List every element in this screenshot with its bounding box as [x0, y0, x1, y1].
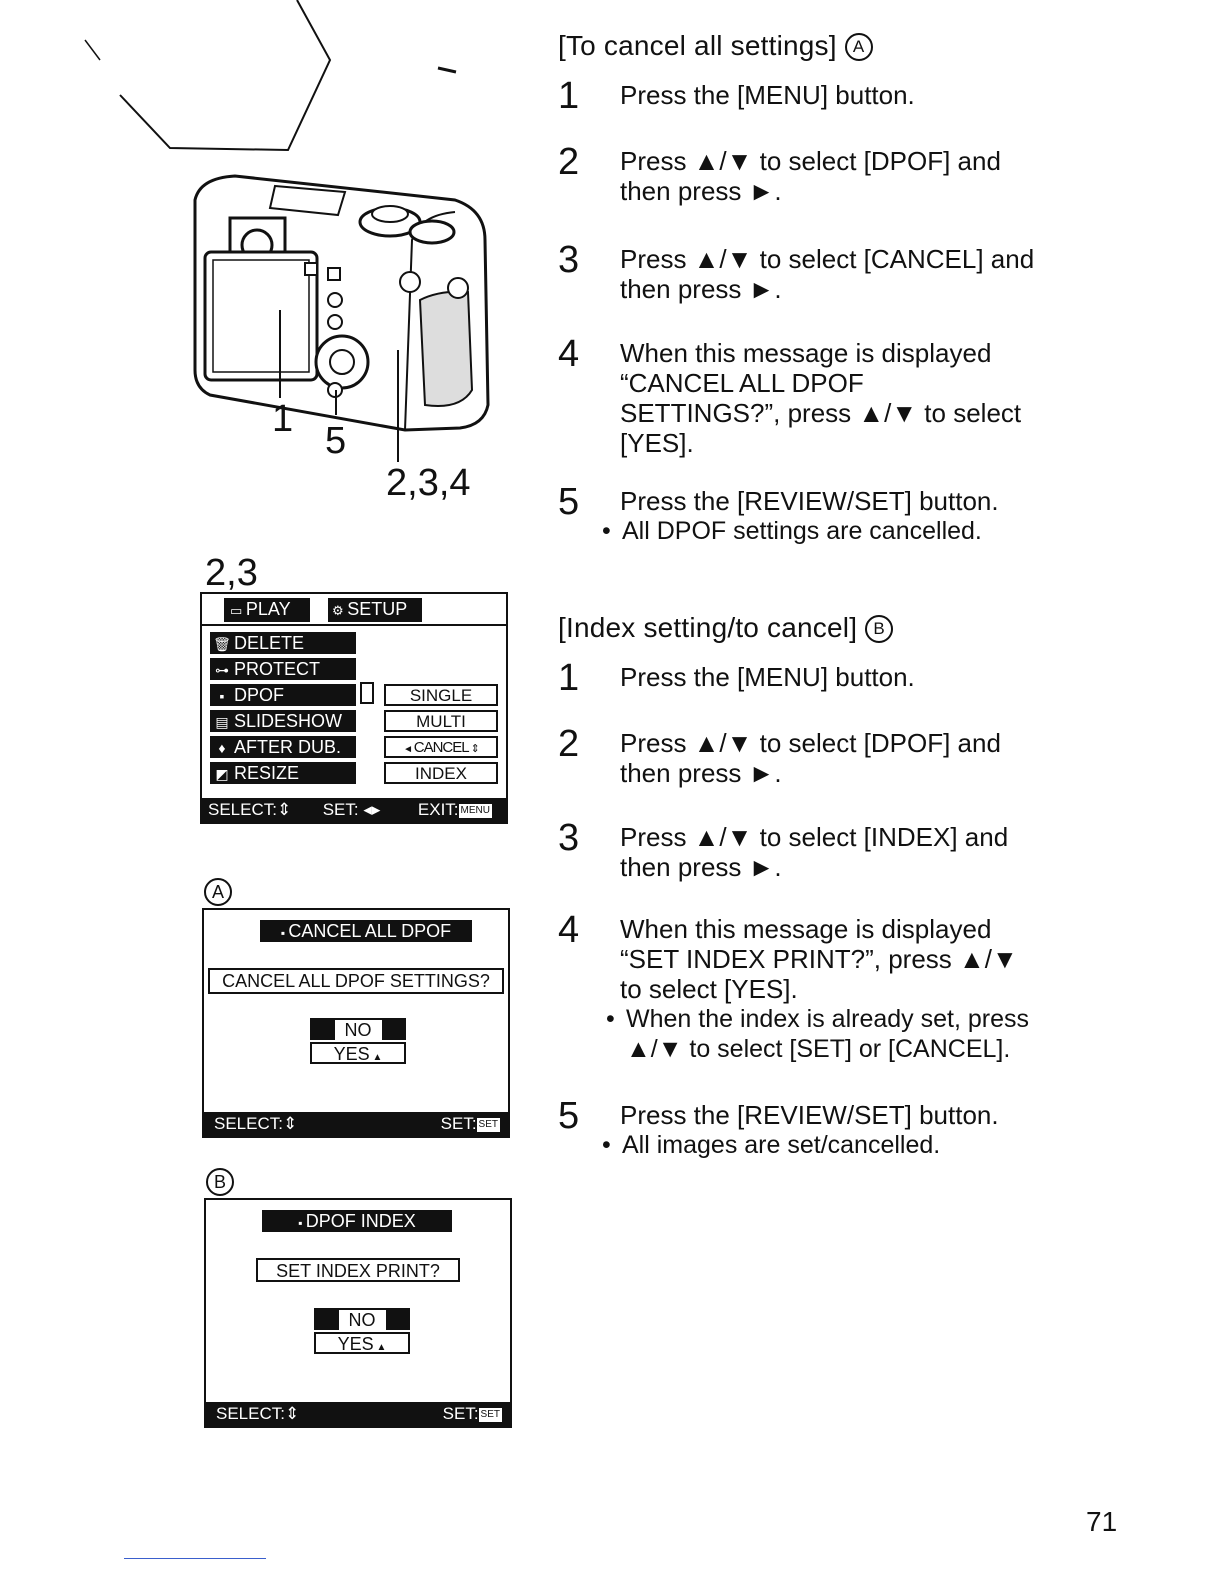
up-down-icon: ⇕ — [284, 1404, 300, 1423]
menu-item-protect: ⊶PROTECT — [210, 658, 356, 680]
key-icon: ⊶ — [215, 662, 229, 678]
option-cancel: ◄ CANCEL ⇕ — [384, 736, 498, 758]
tab-play: ▭ PLAY — [224, 598, 310, 622]
resize-icon: ◩ — [215, 766, 229, 782]
index-section: [Index setting/to cancel] B 1 Press the … — [558, 612, 1118, 1182]
cancel-all-title: [To cancel all settings] A — [558, 30, 1118, 62]
screen-b-title: ▪ DPOF INDEX — [262, 1210, 452, 1232]
marker-b-inline: B — [865, 615, 894, 643]
menu-item-resize: ◩RESIZE — [210, 762, 356, 784]
menu-footer: SELECT:⇕ SET: ◂▸ EXIT:MENU — [202, 798, 506, 822]
dpof-pointer — [360, 682, 374, 704]
screen-a-footer: SELECT:⇕ SET:SET — [204, 1112, 508, 1136]
trash-icon: 🗑 — [213, 636, 231, 652]
cancel-step-4: 4 When this message is displayed “CANCEL… — [558, 333, 1022, 458]
callout-1: 1 — [272, 398, 294, 440]
dpof-menu-screen: ▭ PLAY ⚙ SETUP 🗑DELETE ⊶PROTECT ▪DPOF ▤S… — [200, 592, 508, 824]
index-step-1: 1 Press the [MENU] button. — [558, 657, 915, 699]
camera-illustration — [60, 0, 540, 520]
callout-2-3-4: 2,3,4 — [386, 462, 471, 504]
print-icon: ▪ — [280, 926, 289, 940]
up-arrow-icon: ▲ — [369, 1052, 383, 1063]
screen-b-no: NO — [314, 1308, 410, 1330]
index-step-5-note: •All images are set/cancelled. — [602, 1131, 941, 1159]
cancel-all-dpof-screen: ▪ CANCEL ALL DPOF CANCEL ALL DPOF SETTIN… — [202, 908, 510, 1138]
dpof-index-screen: ▪ DPOF INDEX SET INDEX PRINT? NO YES ▲ S… — [204, 1198, 512, 1428]
index-step-4-note: •When the index is already set, press ▲/… — [606, 1005, 1029, 1063]
footer-rule — [124, 1558, 266, 1559]
menu-item-after-dub: ♦AFTER DUB. — [210, 736, 356, 758]
up-arrow-icon: ▲ — [373, 1342, 387, 1353]
page-number: 71 — [1086, 1506, 1118, 1537]
marker-b: B — [206, 1168, 234, 1196]
callout-5: 5 — [325, 420, 347, 462]
marker-a-inline: A — [844, 33, 873, 61]
menu-key-icon: MENU — [458, 804, 492, 818]
camera-line-drawing — [84, 0, 490, 462]
screen-a-no: NO — [310, 1018, 406, 1040]
cancel-step-1: 1 Press the [MENU] button. — [558, 75, 915, 117]
up-down-icon: ⇕ — [276, 800, 292, 819]
option-index: INDEX — [384, 762, 498, 784]
set-key-icon: SET — [476, 1118, 500, 1132]
menu-item-slideshow: ▤SLIDESHOW — [210, 710, 356, 732]
microphone-icon: ♦ — [218, 740, 226, 756]
screen-a-yes: YES ▲ — [310, 1042, 406, 1064]
slideshow-icon: ▤ — [215, 714, 229, 730]
up-down-icon: ⇕ — [282, 1114, 298, 1133]
index-step-4: 4 When this message is displayed “SET IN… — [558, 910, 1078, 1064]
index-title: [Index setting/to cancel] B — [558, 612, 1118, 644]
cancel-step-5-note: •All DPOF settings are cancelled. — [602, 517, 982, 545]
wrench-icon: ⚙ — [332, 603, 348, 618]
cancel-all-section: [To cancel all settings] A 1 Press the [… — [558, 30, 1118, 570]
screen-b-message: SET INDEX PRINT? — [256, 1258, 460, 1282]
marker-a: A — [204, 878, 232, 906]
tab-setup: ⚙ SETUP — [328, 598, 422, 622]
left-arrow-icon: ◄ — [403, 744, 414, 755]
up-down-icon: ⇕ — [468, 743, 480, 755]
screen-b-footer: SELECT:⇕ SET:SET — [206, 1402, 510, 1426]
menu-item-delete: 🗑DELETE — [210, 632, 356, 654]
screen-b-yes: YES ▲ — [314, 1332, 410, 1354]
screen-step-label: 2,3 — [205, 552, 258, 594]
set-key-icon: SET — [478, 1408, 502, 1422]
screen-a-title: ▪ CANCEL ALL DPOF — [260, 920, 472, 942]
option-single: SINGLE — [384, 684, 498, 706]
left-right-icon: ◂▸ — [363, 800, 381, 819]
option-multi: MULTI — [384, 710, 498, 732]
print-icon: ▪ — [298, 1216, 306, 1230]
screen-a-message: CANCEL ALL DPOF SETTINGS? — [208, 968, 504, 994]
menu-item-dpof: ▪DPOF — [210, 684, 356, 706]
play-icon: ▭ — [230, 603, 246, 618]
index-step-5: 5 Press the [REVIEW/SET] button. •All im… — [558, 1096, 1078, 1160]
cancel-step-5: 5 Press the [REVIEW/SET] button. •All DP… — [558, 482, 1078, 546]
print-icon: ▪ — [219, 688, 225, 704]
